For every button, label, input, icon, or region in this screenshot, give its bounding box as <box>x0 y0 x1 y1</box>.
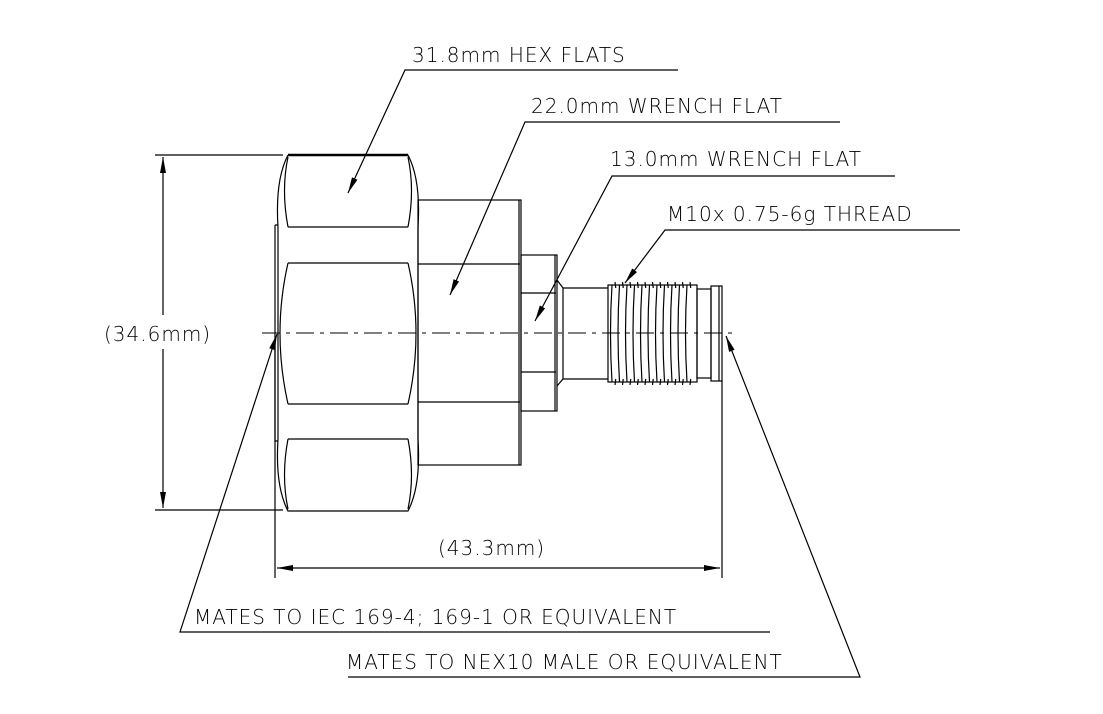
callout-wrench-22: 22.0mm WRENCH FLAT <box>449 94 840 296</box>
thread-crest <box>632 281 639 386</box>
callout-hex-flats: 31.8mm HEX FLATS <box>347 43 678 194</box>
callout-text: MATES TO NEX10 MALE OR EQUIVALENT <box>346 650 783 674</box>
callout-text: 13.0mm WRENCH FLAT <box>610 147 862 171</box>
thread-crest <box>624 281 632 386</box>
callout-text: M10x 0.75-6g THREAD <box>667 202 913 226</box>
length-label: (43.3mm) <box>438 536 545 560</box>
callout-text: 22.0mm WRENCH FLAT <box>531 94 783 118</box>
callout-text: MATES TO IEC 169-4; 169-1 OR EQUIVALENT <box>194 605 677 629</box>
callout-thread: M10x 0.75-6g THREAD <box>624 202 960 284</box>
neck <box>556 279 608 387</box>
height-dimension <box>155 154 283 511</box>
height-label: (34.6mm) <box>104 322 211 346</box>
callout-wrench-13: 13.0mm WRENCH FLAT <box>534 147 895 322</box>
callout-text: 31.8mm HEX FLATS <box>412 43 626 67</box>
thread-crest <box>654 281 662 386</box>
callout-mates-iec: MATES TO IEC 169-4; 169-1 OR EQUIVALENT <box>179 333 770 633</box>
length-dimension <box>274 340 723 578</box>
callout-mates-nex10: MATES TO NEX10 MALE OR EQUIVALENT <box>346 335 861 678</box>
